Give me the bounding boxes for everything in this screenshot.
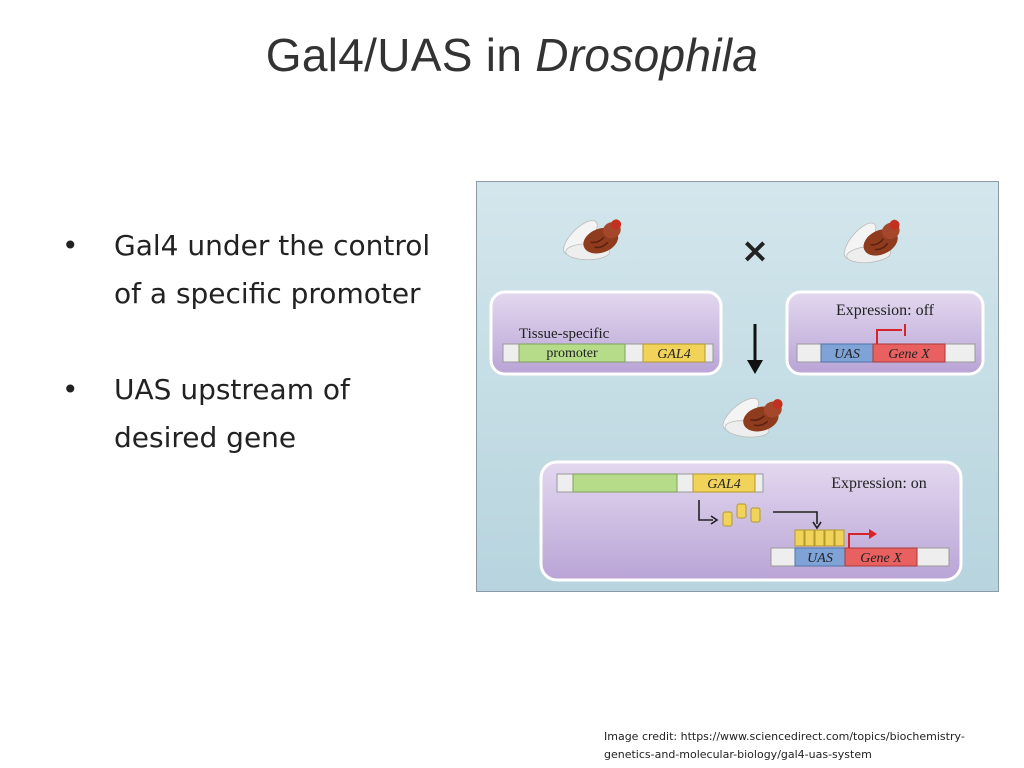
progeny-gene-x-segment bbox=[844, 547, 918, 567]
diagram-svg: × Tissue-specific promoter GAL4 Expressi… bbox=[477, 182, 998, 591]
progeny-promoter-segment bbox=[572, 473, 678, 493]
expression-off-label: Expression: off bbox=[836, 302, 935, 319]
translation-arrow-head-icon bbox=[710, 515, 719, 525]
active-transcription-icon bbox=[848, 533, 873, 548]
bullet-marker: • bbox=[62, 373, 79, 406]
progeny-gal4-label: GAL4 bbox=[707, 477, 740, 492]
bullet-item: • UAS upstream of desired gene bbox=[62, 366, 452, 462]
progeny-gene-x-label: Gene X bbox=[860, 551, 902, 566]
progeny-uas-label: UAS bbox=[807, 551, 833, 566]
gal4-segment bbox=[642, 343, 706, 363]
image-credit: Image credit: https://www.sciencedirect.… bbox=[604, 730, 965, 761]
promoter-segment bbox=[518, 343, 626, 363]
translation-arrow-icon bbox=[698, 500, 713, 521]
uas-label: UAS bbox=[834, 347, 860, 362]
expression-on-label: Expression: on bbox=[831, 475, 927, 492]
gene-x-segment bbox=[872, 343, 946, 363]
gal4-protein-icon bbox=[722, 511, 733, 527]
title-italic: Drosophila bbox=[535, 29, 759, 81]
slide-title: Gal4/UAS in Drosophila bbox=[0, 28, 1024, 82]
active-transcription-head-icon bbox=[869, 529, 877, 539]
gal4-uas-diagram: × Tissue-specific promoter GAL4 Expressi… bbox=[476, 181, 999, 592]
driver-label-line2: promoter bbox=[546, 346, 598, 361]
cross-icon: × bbox=[741, 231, 770, 271]
bound-gal4-cluster bbox=[794, 529, 845, 547]
gene-x-label: Gene X bbox=[888, 347, 930, 362]
transcription-start-icon bbox=[876, 329, 902, 344]
progeny-gal4-segment bbox=[692, 473, 756, 493]
down-arrow-head-icon bbox=[747, 360, 763, 374]
bullet-item: • Gal4 under the control of a specific p… bbox=[62, 222, 452, 318]
binding-arrow-head-icon bbox=[812, 521, 822, 530]
bullet-marker: • bbox=[62, 229, 79, 262]
gal4-protein-icon bbox=[750, 507, 761, 523]
binding-arrow-icon bbox=[773, 511, 818, 524]
gal4-protein-icon bbox=[736, 503, 747, 519]
bullet-text: Gal4 under the control of a specific pro… bbox=[114, 229, 431, 310]
gal4-label: GAL4 bbox=[657, 347, 690, 362]
driver-label-line1: Tissue-specific bbox=[519, 326, 610, 342]
bullet-list: • Gal4 under the control of a specific p… bbox=[62, 222, 452, 510]
title-main: Gal4/UAS in bbox=[265, 29, 536, 81]
bullet-text: UAS upstream of desired gene bbox=[114, 373, 350, 454]
